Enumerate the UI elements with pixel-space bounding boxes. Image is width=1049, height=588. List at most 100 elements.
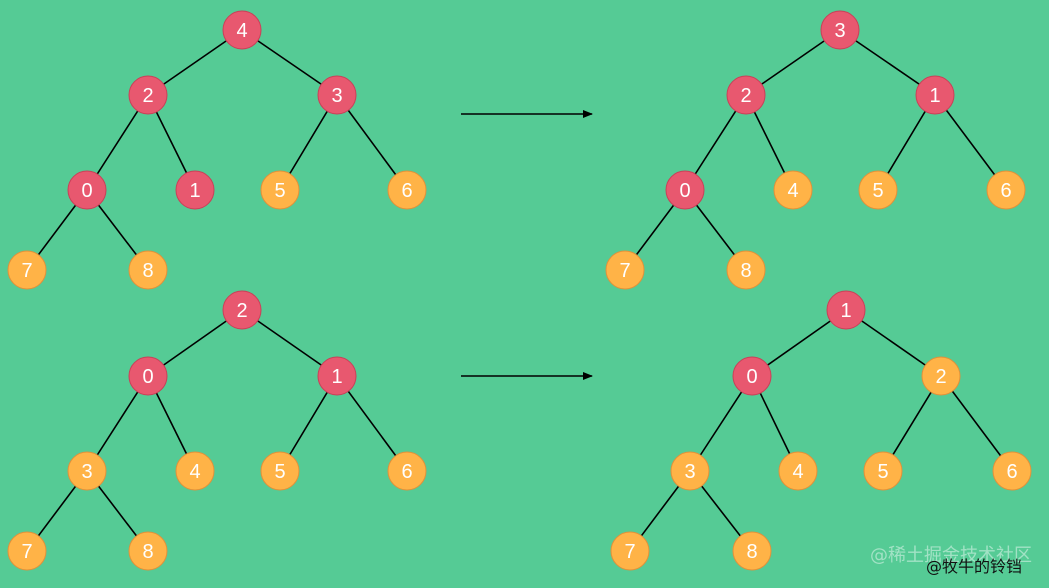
- top-left-node-8: 8: [128, 250, 168, 290]
- node-circle: [128, 356, 168, 396]
- bottom-left-node-1: 1: [317, 356, 357, 396]
- node-label: 4: [189, 461, 200, 483]
- node-circle: [726, 250, 766, 290]
- node-label: 2: [142, 85, 153, 107]
- node-label: 4: [787, 180, 798, 202]
- bottom-right-node-8: 8: [732, 531, 772, 571]
- node-circle: [605, 250, 645, 290]
- node-label: 6: [401, 180, 412, 202]
- node-circle: [7, 250, 47, 290]
- node-circle: [773, 170, 813, 210]
- node-label: 1: [189, 180, 200, 202]
- bottom-right-node-4: 4: [778, 451, 818, 491]
- node-circle: [175, 451, 215, 491]
- node-circle: [665, 170, 705, 210]
- node-circle: [128, 250, 168, 290]
- node-label: 8: [746, 541, 757, 563]
- node-label: 1: [929, 85, 940, 107]
- arrows-layer: [461, 110, 593, 380]
- node-circle: [820, 10, 860, 50]
- node-circle: [387, 451, 427, 491]
- top-right-node-6: 6: [986, 170, 1026, 210]
- node-circle: [610, 531, 650, 571]
- watermark-author: @牧牛的铃铛: [926, 557, 1023, 576]
- bottom-left-node-3: 3: [67, 451, 107, 491]
- node-circle: [863, 451, 903, 491]
- node-circle: [67, 451, 107, 491]
- node-label: 6: [401, 461, 412, 483]
- top-left-node-6: 6: [387, 170, 427, 210]
- bottom-right-node-0: 0: [732, 356, 772, 396]
- node-label: 0: [142, 366, 153, 388]
- top-right-node-5: 5: [858, 170, 898, 210]
- top-left-node-4: 4: [222, 10, 262, 50]
- node-circle: [986, 170, 1026, 210]
- node-label: 7: [21, 541, 32, 563]
- node-label: 0: [81, 180, 92, 202]
- node-circle: [921, 356, 961, 396]
- bottom-left-edge-1-6: [336, 375, 408, 472]
- top-left-node-2: 2: [128, 75, 168, 115]
- top-left-edge-3-6: [336, 94, 408, 191]
- node-label: 7: [619, 260, 630, 282]
- node-circle: [915, 75, 955, 115]
- top-right-edge-1-6: [934, 94, 1007, 191]
- node-label: 3: [331, 85, 342, 107]
- bottom-right-node-5: 5: [863, 451, 903, 491]
- bottom-right-node-7: 7: [610, 531, 650, 571]
- top-right-node-8: 8: [726, 250, 766, 290]
- top-left-node-3: 3: [317, 75, 357, 115]
- node-label: 8: [142, 260, 153, 282]
- node-circle: [317, 356, 357, 396]
- node-circle: [175, 170, 215, 210]
- bottom-left-node-5: 5: [260, 451, 300, 491]
- node-label: 6: [1000, 180, 1011, 202]
- bottom-left-node-6: 6: [387, 451, 427, 491]
- node-circle: [128, 531, 168, 571]
- node-circle: [128, 75, 168, 115]
- node-circle: [670, 451, 710, 491]
- node-label: 2: [740, 85, 751, 107]
- bottom-left-node-0: 0: [128, 356, 168, 396]
- bottom-left-node-7: 7: [7, 531, 47, 571]
- node-circle: [317, 75, 357, 115]
- bottom-right-node-6: 6: [992, 451, 1032, 491]
- node-label: 4: [236, 20, 247, 42]
- bottom-right-node-2: 2: [921, 356, 961, 396]
- node-label: 8: [142, 541, 153, 563]
- node-circle: [858, 170, 898, 210]
- node-label: 7: [21, 260, 32, 282]
- node-label: 8: [740, 260, 751, 282]
- top-right-node-4: 4: [773, 170, 813, 210]
- node-label: 0: [679, 180, 690, 202]
- bottom-right-edge-2-6: [940, 375, 1013, 472]
- bottom-right-node-3: 3: [670, 451, 710, 491]
- top-left-node-1: 1: [175, 170, 215, 210]
- node-label: 2: [935, 366, 946, 388]
- top-right-node-2: 2: [726, 75, 766, 115]
- node-circle: [67, 170, 107, 210]
- node-label: 5: [274, 180, 285, 202]
- top-right-node-7: 7: [605, 250, 645, 290]
- bottom-left-node-2: 2: [222, 290, 262, 330]
- node-circle: [222, 290, 262, 330]
- node-label: 2: [236, 300, 247, 322]
- node-label: 6: [1006, 461, 1017, 483]
- node-label: 3: [81, 461, 92, 483]
- node-label: 4: [792, 461, 803, 483]
- node-circle: [732, 356, 772, 396]
- node-circle: [7, 531, 47, 571]
- node-label: 0: [746, 366, 757, 388]
- node-circle: [778, 451, 818, 491]
- node-label: 5: [877, 461, 888, 483]
- node-circle: [260, 451, 300, 491]
- bottom-right-node-1: 1: [826, 290, 866, 330]
- top-right-node-0: 0: [665, 170, 705, 210]
- node-circle: [826, 290, 866, 330]
- node-circle: [260, 170, 300, 210]
- node-label: 5: [872, 180, 883, 202]
- node-circle: [726, 75, 766, 115]
